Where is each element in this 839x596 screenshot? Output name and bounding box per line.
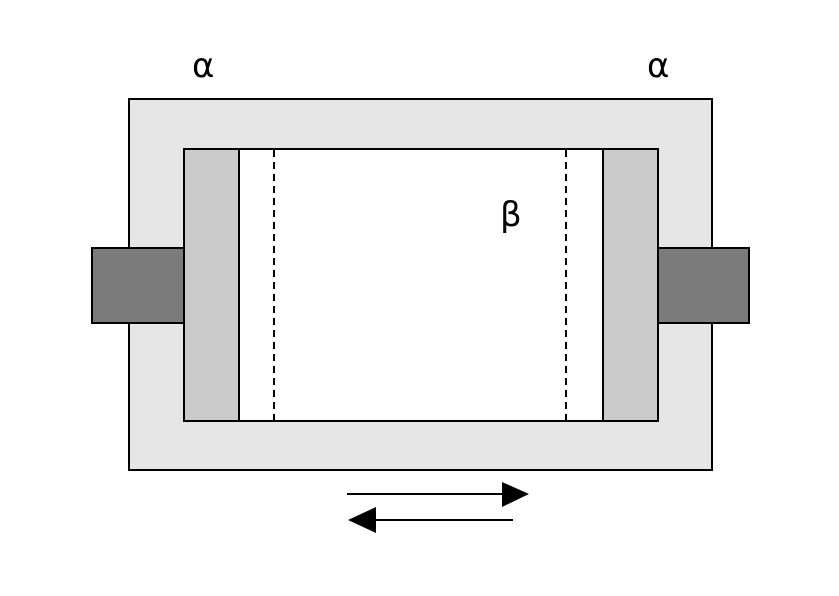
right-end-block [602,148,659,422]
right-arrow-head [502,482,529,507]
right-connector [656,247,750,324]
left-arrow [348,507,513,533]
alpha-right-label: α [647,46,669,86]
left-arrow-head [348,507,376,533]
left-connector [91,247,185,324]
inner-cavity [183,148,659,422]
left-end-block [183,148,240,422]
beta-label: β [500,195,522,235]
right-arrow [347,482,529,507]
alpha-left-label: α [192,46,214,86]
